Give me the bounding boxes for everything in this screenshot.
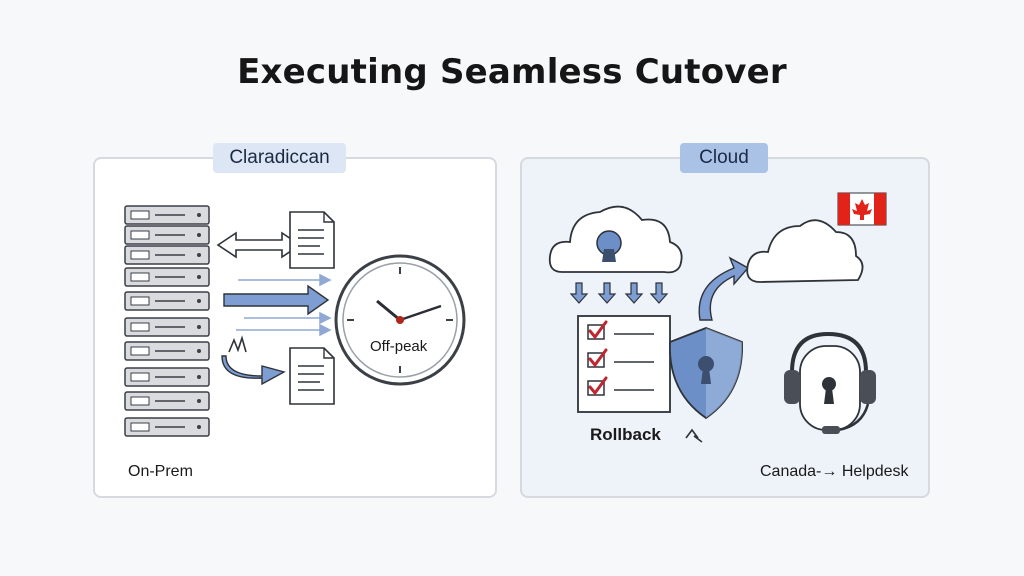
rollback-label: Rollback bbox=[590, 425, 661, 444]
on-prem-label: On-Prem bbox=[128, 463, 193, 480]
mark-icon bbox=[685, 428, 703, 443]
document-icon bbox=[289, 347, 335, 405]
cloud-icon bbox=[746, 219, 864, 283]
left-panel-tag: Claradiccan bbox=[213, 143, 346, 173]
cloud-lock-icon bbox=[548, 205, 683, 274]
page-title: Executing Seamless Cutover bbox=[237, 52, 787, 92]
off-peak-label: Off-peak bbox=[370, 338, 428, 355]
server-rack-icon bbox=[124, 205, 210, 437]
migration-arrow-icon bbox=[223, 284, 330, 316]
canada-flag-icon bbox=[837, 192, 887, 226]
curved-arrow-icon bbox=[221, 355, 286, 386]
document-icon bbox=[289, 211, 335, 269]
scribble-icon bbox=[228, 335, 247, 353]
down-arrows-icon bbox=[569, 282, 669, 304]
cycle-arrow-icon bbox=[698, 256, 750, 321]
shield-icon bbox=[669, 327, 743, 420]
checklist-icon bbox=[577, 315, 671, 413]
bidirectional-arrow-icon bbox=[216, 231, 302, 259]
cloud-tag: Cloud bbox=[680, 143, 768, 173]
helpdesk-headset-icon bbox=[784, 331, 876, 434]
helpdesk-label: Canada-→ Helpdesk bbox=[760, 463, 909, 480]
clock-icon bbox=[334, 254, 466, 386]
sync-lines-icon bbox=[236, 273, 332, 337]
